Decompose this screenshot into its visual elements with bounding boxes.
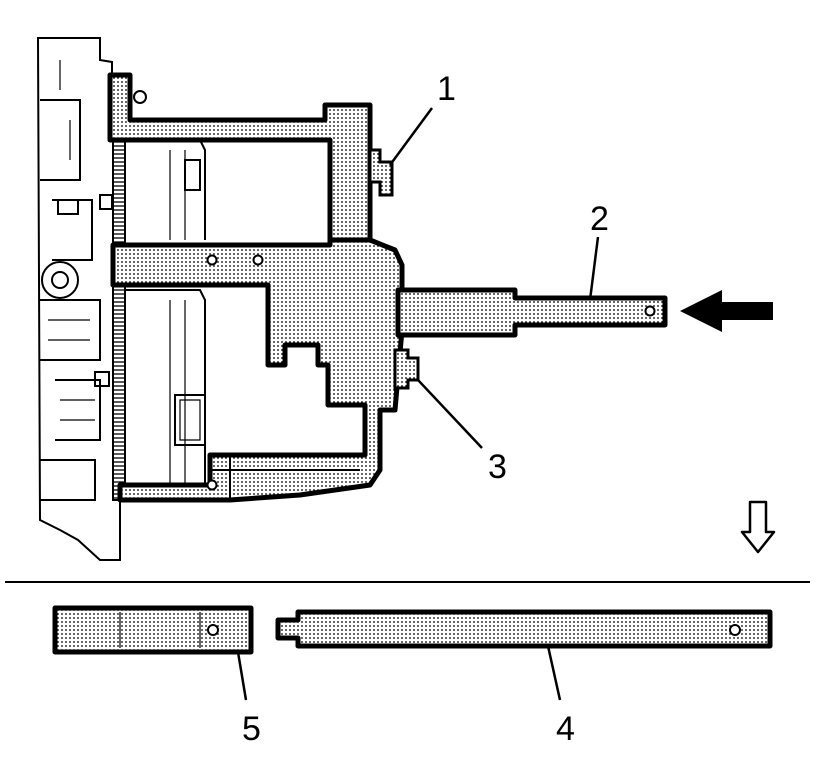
clutch-assembly <box>125 139 206 501</box>
shaft-2 <box>395 287 668 338</box>
callout-2: 2 <box>590 200 609 238</box>
flywheel-ring-gear <box>112 134 126 501</box>
view-direction-arrow <box>740 500 776 554</box>
callout-4: 4 <box>556 710 575 748</box>
extension-rod-4 <box>275 609 773 649</box>
fixture-holes <box>133 90 264 491</box>
bolt-1 <box>368 148 394 197</box>
force-direction-arrow <box>680 290 773 332</box>
holding-fixture <box>107 72 405 503</box>
nut-3 <box>393 348 420 390</box>
callout-1: 1 <box>437 70 456 108</box>
leader-lines <box>236 107 600 701</box>
callout-3: 3 <box>488 448 507 486</box>
callout-5: 5 <box>242 710 261 748</box>
adapter-5 <box>52 605 254 655</box>
